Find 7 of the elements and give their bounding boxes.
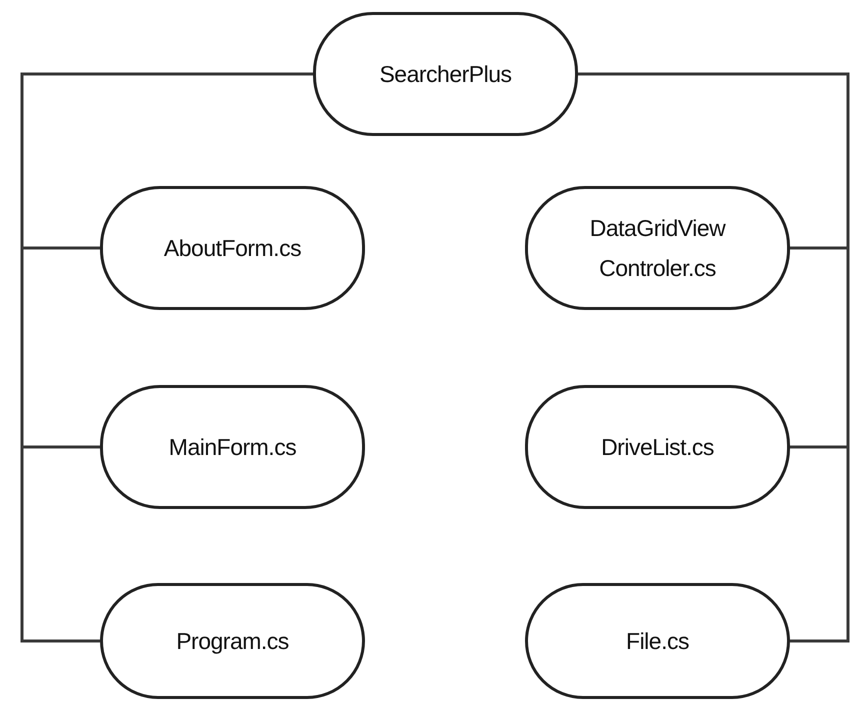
node-label: MainForm.cs bbox=[168, 433, 296, 462]
node-label: File.cs bbox=[626, 627, 689, 656]
node-label: Program.cs bbox=[176, 627, 289, 656]
node-label: DataGridView Controler.cs bbox=[588, 214, 727, 283]
node-label: DriveList.cs bbox=[601, 433, 714, 462]
node-label: AboutForm.cs bbox=[164, 234, 302, 263]
node-label: SearcherPlus bbox=[379, 60, 512, 89]
